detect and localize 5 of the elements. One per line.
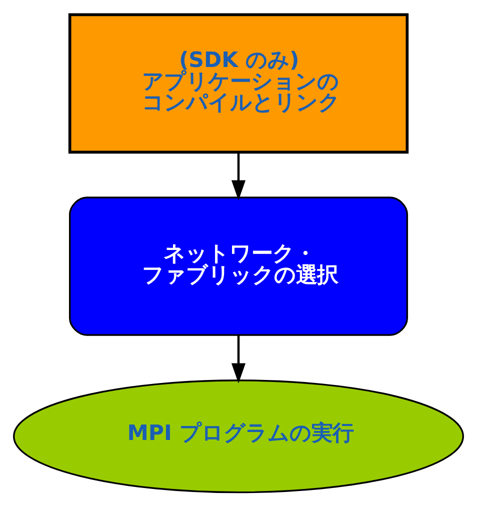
arrow [231,334,246,383]
node-ellipse: MPI プログラムの実行 [13,379,464,493]
node-box: ネットワーク・ファブリックの選択 [68,196,408,336]
arrow [231,152,246,200]
node-box: (SDK のみ) アプリケーションのコンパイルとリンク [68,12,409,154]
